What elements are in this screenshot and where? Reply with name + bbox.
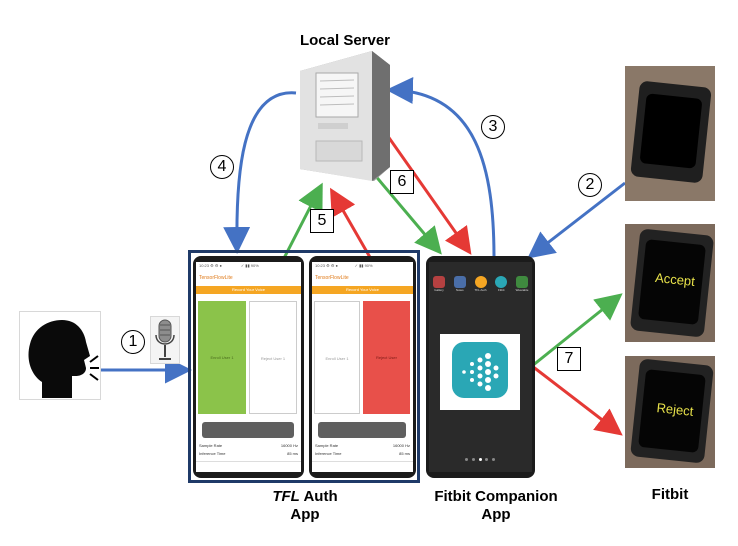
- fitbit-watch-idle: [625, 66, 715, 201]
- app-icon-notes[interactable]: Notes: [452, 276, 468, 302]
- fitbit-splash: [440, 334, 520, 410]
- nav-bar: [312, 461, 413, 472]
- microphone-panel: [150, 316, 180, 364]
- fitbit-companion-label: Fitbit Companion App: [416, 488, 576, 524]
- step-marker-3: 3: [481, 115, 505, 139]
- tfl-phone-reject: 10:23 ⚙ ⚙ ● ✓ ▮▮ 90% TensorFlowLite Reco…: [309, 256, 416, 478]
- page-dots: [465, 458, 495, 461]
- sample-rate-value: 16000 Hz: [280, 443, 298, 448]
- enroll-panel[interactable]: Enroll User 1: [198, 301, 246, 414]
- step-marker-7: 7: [557, 347, 581, 371]
- step-marker-4: 4: [210, 155, 234, 179]
- tfl-app-line2: App: [290, 506, 320, 523]
- inference-row: Inference Time 85 ms: [199, 451, 298, 456]
- step-marker-5: 5: [310, 209, 334, 233]
- app-icon-wearable[interactable]: Wearable: [514, 276, 530, 302]
- inference-value: 85 ms: [399, 451, 410, 456]
- arrow-step-3: [386, 77, 496, 259]
- app-icon-gallery[interactable]: Gallery: [431, 276, 447, 302]
- arrow-step-6-green: [366, 166, 442, 255]
- arrow-step-7-green: [531, 293, 623, 368]
- status-bar: 10:23 ⚙ ⚙ ● ✓ ▮▮ 90%: [199, 263, 259, 268]
- inference-label: Inference Time: [315, 451, 342, 456]
- sample-rate-label: Sample Rate: [199, 443, 223, 448]
- sample-rate-value: 16000 Hz: [392, 443, 410, 448]
- fitbit-label: Fitbit: [651, 486, 689, 503]
- nav-bar: [196, 461, 301, 472]
- fitbit-companion-line2: App: [481, 506, 511, 523]
- phone-screen: 10:23 ⚙ ⚙ ● ✓ ▮▮ 90% TensorFlowLite Reco…: [196, 262, 301, 472]
- inference-label: Inference Time: [199, 451, 226, 456]
- app-name: TensorFlowLite: [315, 275, 349, 281]
- app-drawer: Gallery Notes TFL Auth Fitbit Wearable: [431, 276, 530, 302]
- sample-rate-row: Sample Rate 16000 Hz: [199, 443, 298, 448]
- result-popup: [318, 422, 406, 438]
- speaker-head-icon: [28, 320, 99, 398]
- tfl-auth-rest: Auth: [299, 488, 338, 505]
- reject-panel[interactable]: Reject User 1: [249, 301, 297, 414]
- tfl-italic: TFL: [272, 488, 300, 505]
- step-marker-1: 1: [121, 330, 145, 354]
- arrow-step-5-red: [330, 187, 377, 267]
- arrow-step-5-green: [278, 182, 323, 267]
- speaker-panel: [19, 311, 101, 400]
- step-marker-2: 2: [578, 173, 602, 197]
- step-marker-6: 6: [390, 170, 414, 194]
- fitbit-companion-line1: Fitbit Companion: [434, 488, 558, 505]
- inference-value: 85 ms: [287, 451, 298, 456]
- result-popup: [202, 422, 294, 438]
- record-banner[interactable]: Record Your Voice: [196, 286, 301, 294]
- arrow-step-4: [223, 91, 297, 254]
- sample-rate-label: Sample Rate: [315, 443, 339, 448]
- arrow-step-2: [527, 181, 626, 259]
- phone-screen: 10:23 ⚙ ⚙ ● ✓ ▮▮ 90% TensorFlowLite Reco…: [312, 262, 413, 472]
- server-tower-icon: [300, 51, 390, 181]
- arrow-step-7-red: [531, 364, 623, 436]
- tfl-auth-app-frame: [188, 250, 420, 483]
- fitbit-watch-accept: Accept: [625, 224, 715, 342]
- reject-panel[interactable]: Reject User: [363, 301, 410, 414]
- inference-row: Inference Time 85 ms: [315, 451, 410, 456]
- microphone-icon: [155, 319, 175, 360]
- record-banner[interactable]: Record Your Voice: [312, 286, 413, 294]
- tfl-phone-enroll: 10:23 ⚙ ⚙ ● ✓ ▮▮ 90% TensorFlowLite Reco…: [193, 256, 304, 478]
- enroll-panel[interactable]: Enroll User 1: [314, 301, 360, 414]
- app-name: TensorFlowLite: [199, 275, 233, 281]
- app-icon-fitbit[interactable]: Fitbit: [493, 276, 509, 302]
- fitbit-watch-reject: Reject: [625, 356, 715, 468]
- fitbit-companion-phone: Gallery Notes TFL Auth Fitbit Wearable: [426, 256, 535, 478]
- fitbit-logo-icon: [452, 342, 508, 398]
- phone-screen: Gallery Notes TFL Auth Fitbit Wearable: [429, 262, 532, 472]
- sample-rate-row: Sample Rate 16000 Hz: [315, 443, 410, 448]
- tfl-auth-app-label: TFL Auth App: [240, 488, 370, 524]
- status-bar: 10:23 ⚙ ⚙ ● ✓ ▮▮ 90%: [315, 263, 373, 268]
- arrow-step-6-red: [378, 124, 472, 255]
- local-server-label: Local Server: [299, 32, 391, 49]
- app-icon-tfl-auth[interactable]: TFL Auth: [473, 276, 489, 302]
